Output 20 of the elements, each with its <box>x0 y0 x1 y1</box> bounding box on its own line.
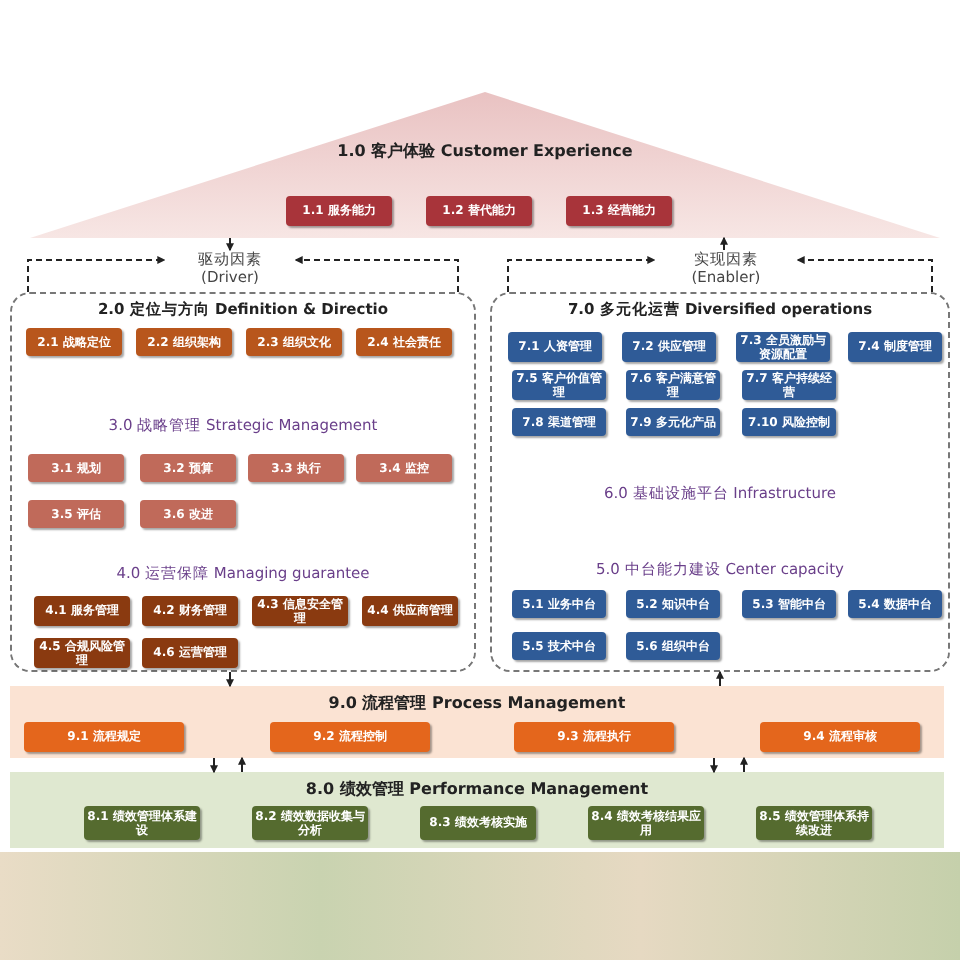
dashed-panel <box>10 292 476 672</box>
process-band <box>10 686 944 758</box>
section-heading: 9.0 流程管理 Process Management <box>326 692 628 714</box>
process-band <box>10 772 944 848</box>
arrow <box>238 756 246 773</box>
arrow <box>720 236 728 251</box>
section-heading: 8.0 绩效管理 Performance Management <box>303 778 651 800</box>
dashed-arrow <box>27 256 166 293</box>
arrow <box>210 757 218 774</box>
arrow <box>226 237 234 252</box>
dashed-arrow <box>796 256 933 293</box>
roof-banner <box>30 92 940 238</box>
section-heading: 1.0 客户体验 Customer Experience <box>335 140 635 162</box>
arrow <box>740 756 748 773</box>
dashed-panel <box>490 292 950 672</box>
arrow <box>226 671 234 688</box>
arrow <box>710 757 718 774</box>
dashed-arrow <box>507 256 656 293</box>
dashed-arrow <box>294 256 459 293</box>
arrow <box>716 670 724 687</box>
